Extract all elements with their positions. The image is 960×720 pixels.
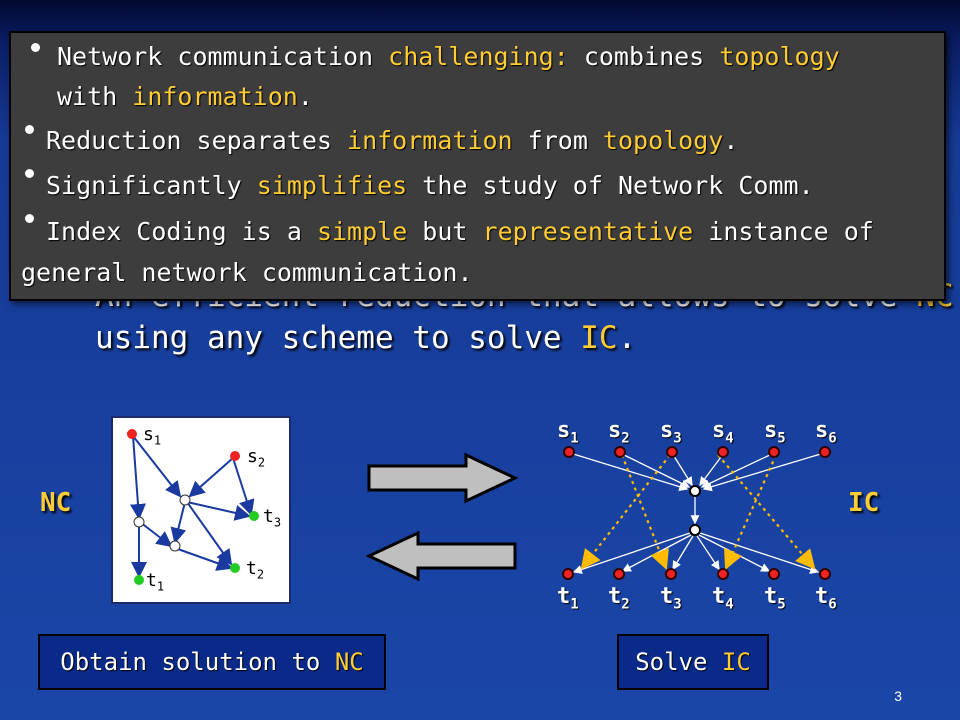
ic-source-label-2: s2: [608, 418, 630, 447]
ic-source-label-5: s5: [764, 418, 786, 447]
bullet-text-segment: Reduction separates: [46, 126, 348, 155]
left-arrow-icon: [366, 530, 517, 582]
nc-inner-node: [179, 494, 191, 506]
right-arrow-icon: [367, 452, 518, 504]
nc-inner-node: [169, 540, 181, 552]
ic-decoder-node: [689, 524, 701, 536]
body-line-2: using any scheme to solve IC.: [95, 320, 637, 356]
bullet-text-segment: instance of: [693, 217, 874, 246]
popup-bullet-2: Reduction separates information from top…: [46, 123, 738, 159]
bullet-text-segment: combines: [568, 42, 720, 71]
nc-sink-1-node: [134, 575, 144, 585]
bullet-text-segment: .: [297, 82, 313, 111]
nc-sink-2-node: [230, 563, 240, 573]
ic-graph-diagram: [562, 446, 831, 580]
page-number: 3: [894, 688, 902, 704]
nc-source-1-node: [127, 429, 137, 439]
bullet-text-segment: from: [512, 126, 603, 155]
nc-source-1-label: s1: [143, 424, 162, 448]
bullet-text-segment: general network communication.: [21, 258, 473, 287]
popup-bullet-3: Significantly simplifies the study of Ne…: [46, 168, 814, 204]
bullet-text-segment: topology: [719, 42, 840, 71]
bullet-text-segment: topology: [602, 126, 724, 155]
ic-encoder-node: [689, 485, 701, 497]
bullet-text-segment: .: [723, 126, 739, 155]
nc-source-2-label: s2: [247, 446, 266, 470]
bullet-text-segment: challenging:: [388, 42, 569, 71]
caption-solve-ic: Solve IC: [617, 634, 769, 690]
popup-bullet-1-cont: with information.: [57, 79, 313, 115]
nc-graph-svg: [127, 429, 259, 585]
bullet-text-segment: Network communication: [57, 42, 389, 71]
nc-sink-2-label: t2: [246, 558, 265, 582]
bullet-text-segment: representative: [482, 217, 694, 246]
ic-label: IC: [848, 488, 880, 518]
bullet-dot-icon: [31, 43, 40, 52]
nc-sink-3-label: t3: [263, 506, 282, 530]
bullet-text-segment: the study of Network Comm.: [407, 171, 814, 200]
popup-bullet-4-cont: general network communication.: [21, 255, 473, 291]
ic-source-label-1: s1: [557, 418, 579, 447]
bullet-text-segment: with: [57, 82, 133, 111]
bullet-text-segment: but: [407, 217, 483, 246]
bullet-dot-icon: [25, 125, 34, 134]
nc-source-2-node: [230, 451, 240, 461]
popup-bullet-4: Index Coding is a simple but representat…: [46, 214, 874, 250]
popup-overlay: Network communication challenging: combi…: [9, 31, 946, 301]
ic-sink-label-6: t6: [815, 584, 837, 613]
ic-source-label-3: s3: [660, 418, 682, 447]
ic-source-label-4: s4: [712, 418, 734, 447]
bullet-text-segment: Significantly: [46, 171, 257, 200]
nc-inner-node: [133, 516, 145, 528]
popup-bullet-1: Network communication challenging: combi…: [57, 39, 840, 75]
ic-sink-label-5: t5: [764, 584, 786, 613]
caption-obtain-solution: Obtain solution to NC: [38, 634, 386, 690]
bullet-text-segment: Index Coding is a: [46, 217, 317, 246]
bullet-text-segment: information: [347, 126, 513, 155]
nc-label: NC: [40, 488, 72, 518]
ic-sink-label-2: t2: [608, 584, 630, 613]
nc-sink-3-node: [249, 511, 259, 521]
nc-sink-1-label: t1: [146, 570, 165, 594]
bullet-dot-icon: [25, 214, 34, 223]
ic-sink-label-3: t3: [660, 584, 682, 613]
nc-graph-diagram: s1 s2 t3 t2 t1: [111, 416, 291, 604]
bullet-text-segment: information: [132, 82, 298, 111]
ic-sink-label-1: t1: [557, 584, 579, 613]
bullet-dot-icon: [25, 169, 34, 178]
bullet-text-segment: simplifies: [256, 171, 408, 200]
bullet-text-segment: simple: [316, 217, 408, 246]
ic-source-label-6: s6: [815, 418, 837, 447]
ic-sink-label-4: t4: [712, 584, 734, 613]
